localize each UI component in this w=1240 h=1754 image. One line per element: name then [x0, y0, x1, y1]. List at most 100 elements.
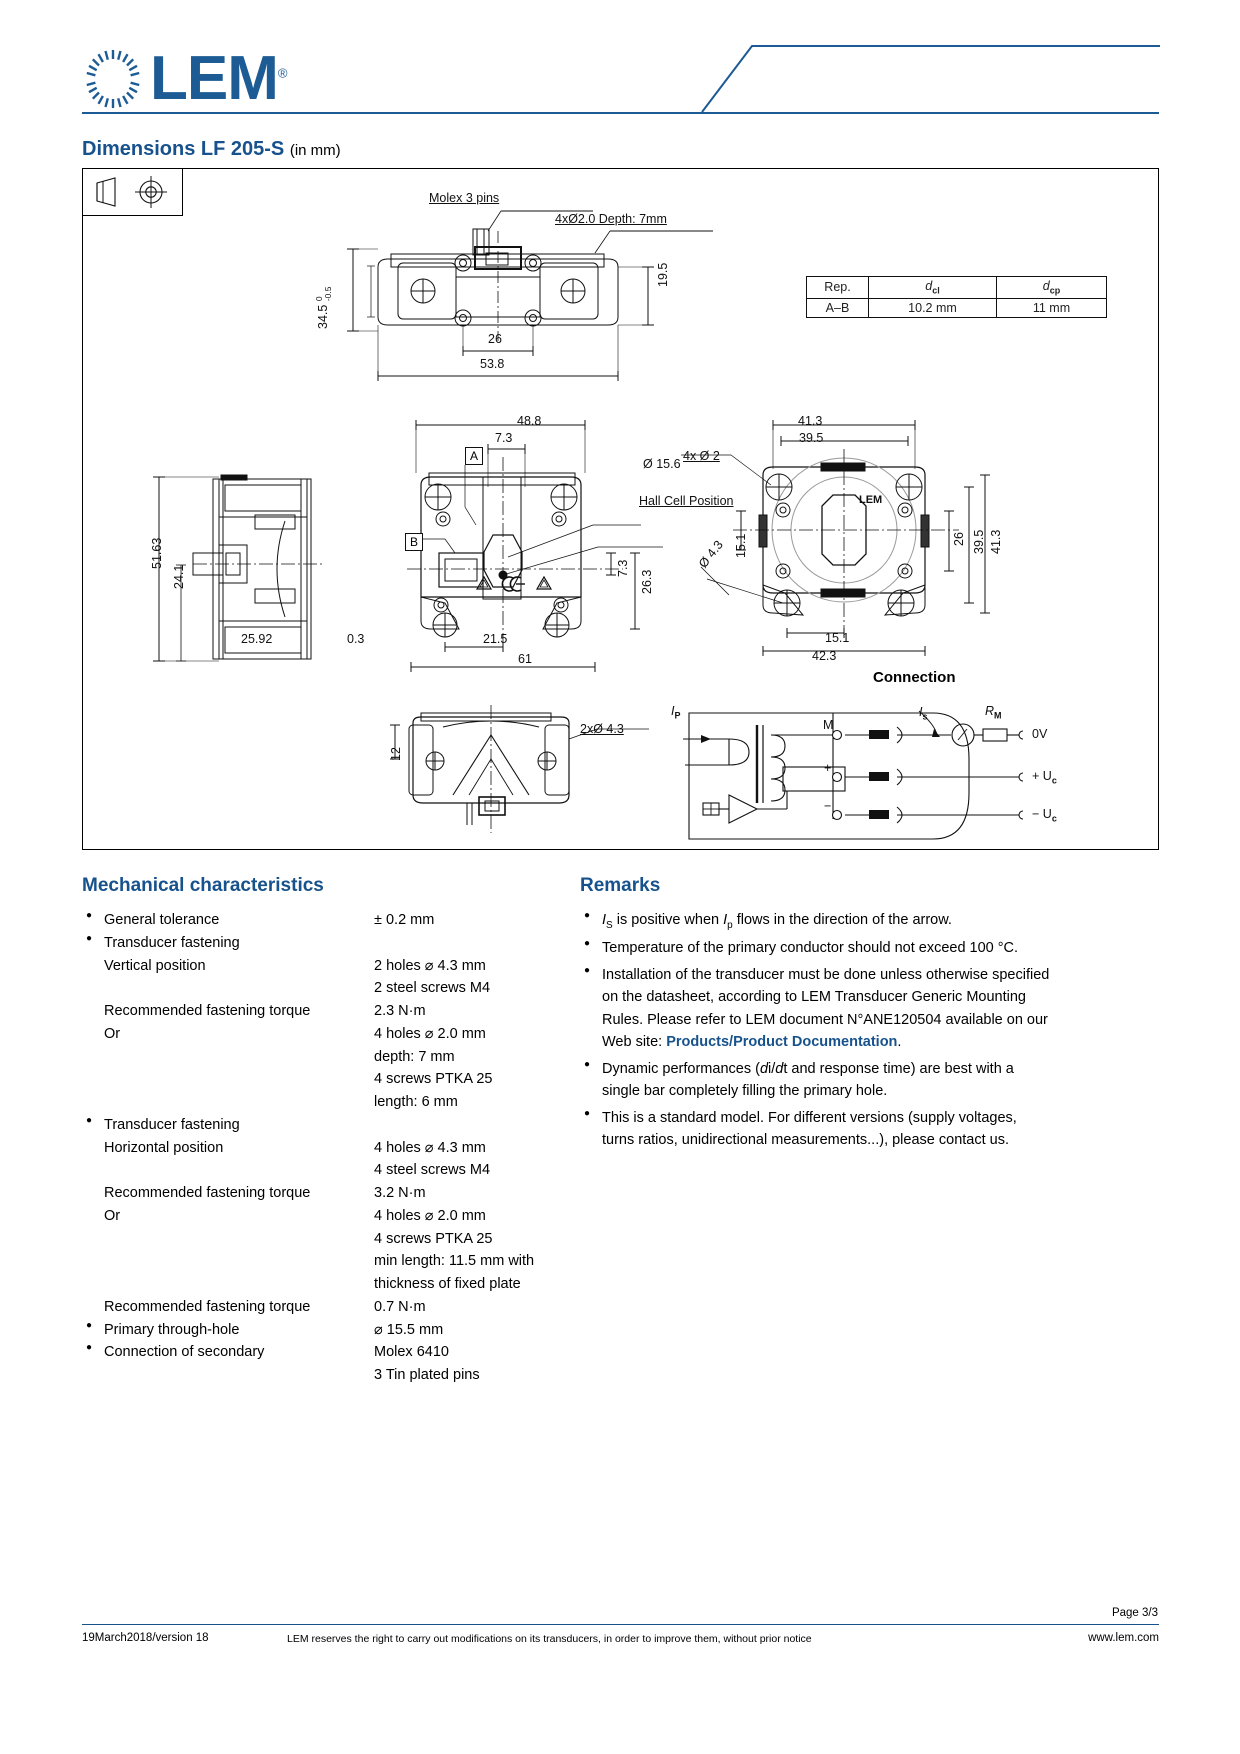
dim-42-3: 42.3	[812, 649, 837, 663]
spec-value: 4 holes ⌀ 2.0 mm	[374, 1207, 486, 1224]
registered-mark: ®	[277, 65, 288, 81]
cell-dcl: 10.2 mm	[868, 297, 997, 318]
spec-label	[104, 1159, 374, 1182]
footer-website[interactable]: www.lem.com	[1088, 1632, 1159, 1644]
spec-label	[104, 1228, 374, 1251]
spec-label: Transducer fastening	[104, 1116, 240, 1133]
dim-21-5: 21.5	[483, 632, 508, 646]
label-out-positive: + Uc	[1032, 769, 1057, 786]
mechanical-spec-row: depth: 7 mm	[82, 1046, 582, 1069]
spec-value: thickness of fixed plate	[374, 1276, 521, 1292]
spec-label: Or	[104, 1025, 121, 1042]
spec-label	[104, 1250, 374, 1273]
spec-label: Or	[104, 1207, 121, 1224]
brand-wordmark: LEM®	[150, 48, 288, 110]
spec-value: ⌀ 15.5 mm	[374, 1321, 444, 1338]
spec-value: Molex 6410	[374, 1344, 449, 1361]
remarks-section: Remarks IS is positive when Ip flows in …	[580, 875, 1050, 1156]
dim-48-8: 48.8	[517, 414, 542, 428]
spec-value: 4 screws PTKA 25	[374, 1230, 493, 1247]
spec-value: min length: 11.5 mm with	[374, 1253, 535, 1270]
footer-divider	[82, 1624, 1159, 1625]
cell-rep: A–B	[806, 297, 869, 318]
dim-height-19-5: 19.5	[656, 262, 670, 287]
spec-label	[104, 1091, 374, 1114]
dim-0-3: 0.3	[347, 632, 365, 646]
remarks-heading: Remarks	[580, 875, 661, 896]
mechanical-spec-row: 4 screws PTKA 25	[82, 1068, 582, 1091]
spec-label: Transducer fastening	[104, 934, 240, 951]
label-ip: IP	[671, 704, 681, 721]
hole-depth-note: 4xØ2.0 Depth: 7mm	[555, 212, 667, 226]
label-rm: RM	[985, 704, 1002, 721]
spec-label: Recommended fastening torque	[104, 1185, 311, 1201]
mechanical-spec-row: Recommended fastening torque 3.2 N·m	[82, 1182, 582, 1205]
header-swoosh-graphic	[700, 42, 1160, 114]
spec-label	[104, 1068, 374, 1091]
mechanical-spec-row: Horizontal position 4 holes ⌀ 4.3 mm	[82, 1137, 582, 1160]
header-divider	[82, 112, 1159, 114]
label-is: Is	[919, 705, 928, 722]
dim-height-34-5: 34.5 0 -0.5	[314, 286, 333, 329]
dimensions-drawing-panel: Molex 3 pins 4xØ2.0 Depth: 7mm 34.5 0 -0…	[82, 168, 1159, 850]
spec-label	[104, 1364, 374, 1387]
spec-value: 4 holes ⌀ 4.3 mm	[374, 1139, 486, 1156]
connection-circuit-diagram	[683, 710, 1023, 840]
spec-label: General tolerance	[104, 912, 220, 928]
mechanical-spec-row: 2 steel screws M4	[82, 977, 582, 1000]
dim-12: 12	[389, 747, 403, 761]
product-documentation-link[interactable]: Products/Product Documentation	[666, 1034, 898, 1051]
spec-value: ± 0.2 mm	[374, 912, 435, 928]
mechanical-spec-row: 4 steel screws M4	[82, 1159, 582, 1182]
spec-value: 2 holes ⌀ 4.3 mm	[374, 957, 486, 974]
spec-value	[374, 1114, 582, 1137]
page-title-unit: (in mm)	[289, 142, 341, 159]
spec-label: Horizontal position	[104, 1139, 224, 1156]
label-terminal-m: M	[823, 718, 834, 732]
table-row: A–B 10.2 mm 11 mm	[806, 297, 1107, 318]
lem-logo: LEM®	[82, 48, 288, 110]
spec-value: length: 6 mm	[374, 1094, 458, 1110]
mechanical-spec-row: Transducer fastening	[82, 931, 582, 955]
rear-holes-note: 4x Ø 2	[683, 449, 720, 463]
dim-24-1: 24.1	[172, 564, 186, 589]
spec-label	[104, 1046, 374, 1069]
mechanical-spec-row: 3 Tin plated pins	[82, 1364, 582, 1387]
remark-item: IS is positive when Ip flows in the dire…	[580, 908, 1050, 933]
spec-value: 3.2 N·m	[374, 1185, 426, 1201]
footer-disclaimer: LEM reserves the right to carry out modi…	[287, 1633, 812, 1645]
mechanical-characteristics-section: Mechanical characteristics General toler…	[82, 875, 582, 1387]
mechanical-spec-row: thickness of fixed plate	[82, 1273, 582, 1296]
brand-name: LEM	[150, 44, 279, 113]
mechanical-spec-row: General tolerance ± 0.2 mm	[82, 908, 582, 932]
bottom-holes-note: 2xØ 4.3	[580, 722, 624, 736]
spec-value: 4 screws PTKA 25	[374, 1071, 493, 1088]
dim-15-1: 15.1	[825, 631, 850, 645]
dim-width-53-8: 53.8	[480, 357, 505, 371]
page-title-main: Dimensions LF 205-S	[82, 138, 285, 160]
mechanical-spec-list: General tolerance ± 0.2 mm Transducer fast…	[82, 908, 582, 1387]
remark-item: Installation of the transducer must be d…	[580, 963, 1050, 1054]
molex-label: Molex 3 pins	[429, 191, 500, 205]
front-view-drawing	[407, 420, 663, 672]
spec-label: Primary through-hole	[104, 1321, 240, 1338]
spec-value: 2 steel screws M4	[374, 980, 491, 997]
sunburst-icon	[82, 48, 144, 110]
page-title: Dimensions LF 205-S (in mm)	[82, 138, 341, 161]
spec-value: depth: 7 mm	[374, 1048, 455, 1065]
connection-title: Connection	[873, 669, 956, 686]
spec-label: Recommended fastening torque	[104, 1003, 311, 1019]
hall-cell-position-label: Hall Cell Position	[639, 494, 734, 508]
spec-label	[104, 1273, 374, 1296]
bottom-view-drawing	[390, 705, 649, 833]
footer-version: 19March2018/version 18	[82, 1632, 209, 1644]
spec-value: 4 steel screws M4	[374, 1162, 491, 1179]
dim-7-3-right: 7.3	[616, 559, 630, 577]
projection-symbol-icon	[83, 169, 183, 216]
spec-label	[104, 977, 374, 1000]
mechanical-heading: Mechanical characteristics	[82, 875, 324, 896]
dim-15-1-v: 15.1	[734, 533, 748, 558]
